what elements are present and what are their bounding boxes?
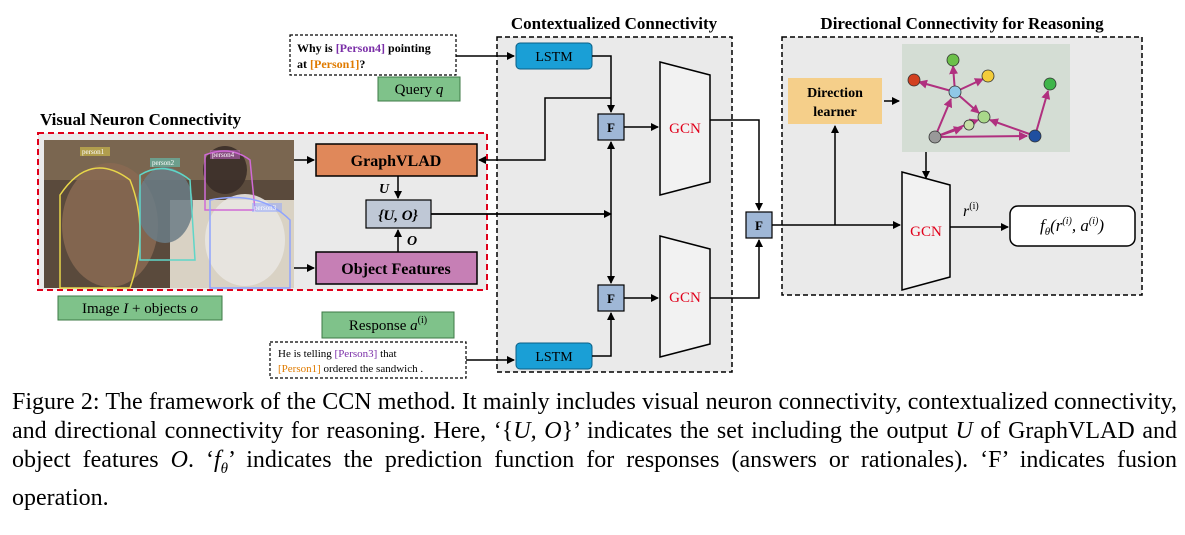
figure-caption: Figure 2: The framework of the CCN metho…	[12, 389, 1178, 511]
u-label: U	[379, 182, 390, 197]
person-tag-4: person4	[212, 151, 235, 159]
fusion-merge-box	[745, 211, 773, 239]
fusion-top-box	[597, 113, 625, 141]
uo-set-label: {U, O}	[378, 208, 418, 224]
image-label-box	[57, 295, 223, 321]
graph-node-yellow	[981, 69, 995, 83]
gcn-top-label: GCN	[669, 121, 701, 137]
direction-learner-box	[788, 78, 882, 124]
graph-node-blue-center	[948, 85, 962, 99]
gcn-reasoning-label: GCN	[910, 224, 942, 240]
graph-node-green-mid	[977, 110, 991, 124]
graph-node-green-right	[1043, 77, 1057, 91]
lstm-response-label: LSTM	[535, 350, 573, 365]
scene-photo: person1 person2 person4 person3	[44, 140, 294, 289]
o-label: O	[407, 234, 417, 249]
query-label-box	[377, 76, 461, 102]
response-label-box	[321, 311, 455, 339]
response-text-line-1: He is telling [Person3] that	[278, 348, 397, 360]
object-features-box	[315, 251, 478, 285]
response-label: Response a(i)	[349, 315, 427, 334]
graphvlad-label: GraphVLAD	[351, 153, 442, 170]
fusion-bottom-label: F	[607, 291, 615, 306]
person-tag-3: person3	[254, 204, 277, 212]
directional-title: Directional Connectivity for Reasoning	[820, 14, 1104, 33]
fusion-top-label: F	[607, 120, 615, 135]
gcn-bottom-label: GCN	[669, 290, 701, 306]
response-text-box	[269, 341, 467, 379]
fusion-merge-label: F	[755, 218, 763, 233]
fusion-bottom-box	[597, 284, 625, 312]
uo-set-box	[365, 199, 432, 229]
lstm-query-label: LSTM	[535, 50, 573, 65]
direction-learner-line-1: Direction	[807, 86, 863, 101]
query-text-box	[289, 34, 457, 76]
gcn-top-shape	[659, 61, 711, 196]
image-label: Image I + objects o	[82, 301, 198, 317]
query-text-line-1: Why is [Person4] pointing	[297, 41, 431, 55]
response-text-line-2: [Person1] ordered the sandwich .	[278, 363, 423, 375]
person-tag-2: person2	[152, 159, 175, 167]
graph-node-gray-source	[928, 130, 942, 144]
visual-title: Visual Neuron Connectivity	[40, 110, 242, 129]
graph-node-navy	[1028, 129, 1042, 143]
gcn-reasoning-shape	[901, 171, 951, 291]
prediction-function-box	[1009, 205, 1136, 247]
graph-node-green-top	[946, 53, 960, 67]
direction-learner-line-2: learner	[813, 105, 857, 120]
graph-node-grey	[963, 119, 975, 131]
query-label: Query q	[395, 82, 444, 98]
query-text-line-2: at [Person1]?	[297, 57, 365, 71]
prediction-function-label: fθ(r(i), a(i))	[1040, 216, 1104, 238]
framework-diagram: Contextualized Connectivity Directional …	[37, 14, 1143, 379]
person-tag-1: person1	[82, 148, 105, 156]
object-features-label: Object Features	[341, 261, 450, 278]
r-label: r(i)	[963, 201, 979, 220]
diagram-canvas: Contextualized Connectivity Directional …	[37, 14, 1143, 379]
graphvlad-box	[315, 143, 478, 177]
contextualized-title: Contextualized Connectivity	[511, 14, 718, 33]
gcn-bottom-shape	[659, 235, 711, 358]
directed-graph	[907, 53, 1057, 144]
graph-node-red	[907, 73, 921, 87]
